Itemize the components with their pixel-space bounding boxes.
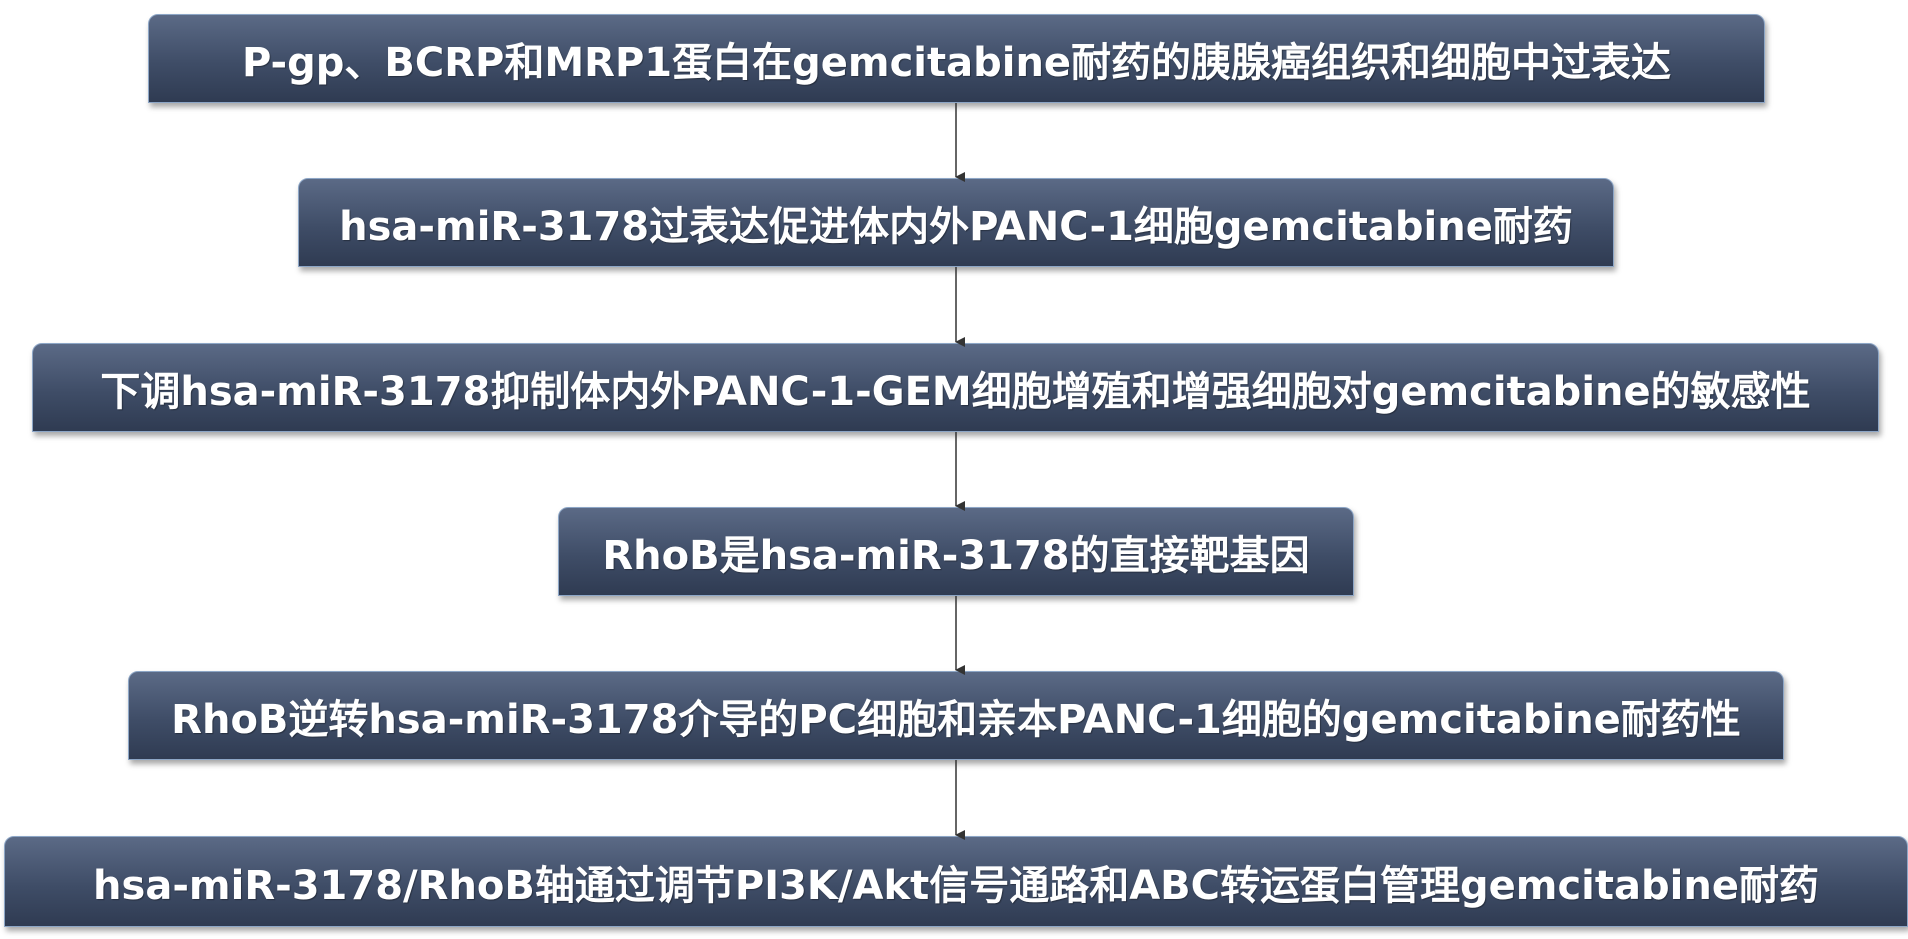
flow-step-5: RhoB逆转hsa-miR-3178介导的PC细胞和亲本PANC-1细胞的gem… (128, 671, 1784, 760)
flow-step-3: 下调hsa-miR-3178抑制体内外PANC-1-GEM细胞增殖和增强细胞对g… (32, 343, 1879, 432)
flow-step-2-text: hsa-miR-3178过表达促进体内外PANC-1细胞gemcitabine耐… (339, 203, 1573, 250)
flow-step-4: RhoB是hsa-miR-3178的直接靶基因 (558, 507, 1354, 596)
flow-step-1-text: P-gp、BCRP和MRP1蛋白在gemcitabine耐药的胰腺癌组织和细胞中… (241, 39, 1672, 86)
flow-step-2: hsa-miR-3178过表达促进体内外PANC-1细胞gemcitabine耐… (298, 178, 1614, 267)
flow-step-4-text: RhoB是hsa-miR-3178的直接靶基因 (602, 532, 1310, 579)
flow-step-6-text: hsa-miR-3178/RhoB轴通过调节PI3K/Akt信号通路和ABC转运… (93, 862, 1819, 909)
flow-step-3-text: 下调hsa-miR-3178抑制体内外PANC-1-GEM细胞增殖和增强细胞对g… (100, 368, 1811, 415)
flow-step-6: hsa-miR-3178/RhoB轴通过调节PI3K/Akt信号通路和ABC转运… (4, 836, 1908, 927)
flow-step-5-text: RhoB逆转hsa-miR-3178介导的PC细胞和亲本PANC-1细胞的gem… (171, 696, 1741, 743)
flow-step-1: P-gp、BCRP和MRP1蛋白在gemcitabine耐药的胰腺癌组织和细胞中… (148, 14, 1765, 103)
